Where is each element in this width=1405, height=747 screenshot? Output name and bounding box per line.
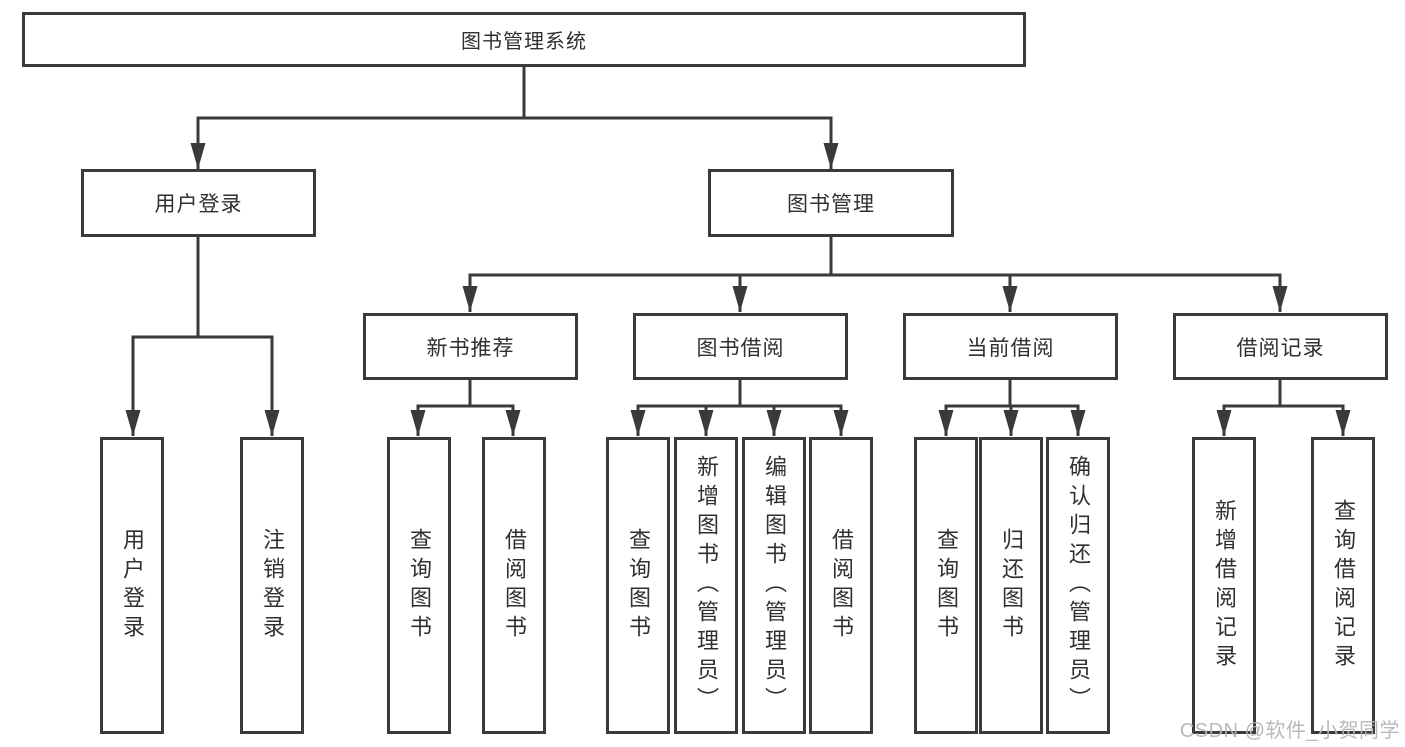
leaf-logout: 注销登录 — [240, 437, 304, 734]
leaf-edit-book-admin-label: 编辑图书（管理员） — [762, 455, 787, 716]
node-current-borrow-label: 当前借阅 — [966, 336, 1055, 360]
leaf-query-borrow-record-label: 查询借阅记录 — [1331, 498, 1356, 673]
watermark-csdn-text: CSDN @软件_小贺同学 — [1179, 720, 1400, 742]
leaf-return-book: 归还图书 — [979, 437, 1043, 734]
leaf-query-books-borrow-label: 查询图书 — [626, 527, 651, 644]
leaf-add-book-admin-label: 新增图书（管理员） — [694, 455, 719, 716]
leaf-add-borrow-record-label: 新增借阅记录 — [1212, 498, 1237, 673]
leaf-query-books-recommend-label: 查询图书 — [407, 527, 432, 644]
node-book-borrow-label: 图书借阅 — [696, 336, 785, 360]
leaf-query-books-current-label: 查询图书 — [934, 527, 959, 644]
node-root-system-label: 图书管理系统 — [461, 31, 587, 53]
node-new-book-recommend: 新书推荐 — [363, 313, 578, 380]
leaf-confirm-return-admin-label: 确认归还（管理员） — [1066, 455, 1091, 716]
node-root-system: 图书管理系统 — [22, 12, 1026, 67]
leaf-query-books-current: 查询图书 — [914, 437, 978, 734]
leaf-add-book-admin: 新增图书（管理员） — [674, 437, 738, 734]
node-borrow-records: 借阅记录 — [1173, 313, 1388, 380]
leaf-borrow-books: 借阅图书 — [809, 437, 873, 734]
node-book-borrow: 图书借阅 — [633, 313, 848, 380]
leaf-user-login-label: 用户登录 — [120, 527, 145, 644]
leaf-edit-book-admin: 编辑图书（管理员） — [742, 437, 806, 734]
leaf-borrow-books-recommend-label: 借阅图书 — [502, 527, 527, 644]
leaf-query-books-recommend: 查询图书 — [387, 437, 451, 734]
leaf-borrow-books-recommend: 借阅图书 — [482, 437, 546, 734]
leaf-query-borrow-record: 查询借阅记录 — [1311, 437, 1375, 734]
watermark-csdn: CSDN @软件_小贺同学 — [1152, 714, 1400, 743]
leaf-user-login: 用户登录 — [100, 437, 164, 734]
leaf-borrow-books-label: 借阅图书 — [829, 527, 854, 644]
leaf-add-borrow-record: 新增借阅记录 — [1192, 437, 1256, 734]
node-book-management-label: 图书管理 — [787, 193, 875, 216]
node-user-login-label: 用户登录 — [154, 193, 243, 216]
leaf-return-book-label: 归还图书 — [999, 527, 1024, 644]
node-user-login: 用户登录 — [81, 169, 316, 237]
leaf-confirm-return-admin: 确认归还（管理员） — [1046, 437, 1110, 734]
node-new-book-recommend-label: 新书推荐 — [426, 336, 515, 360]
node-current-borrow: 当前借阅 — [903, 313, 1118, 380]
leaf-logout-label: 注销登录 — [260, 527, 285, 644]
node-book-management: 图书管理 — [708, 169, 954, 237]
node-borrow-records-label: 借阅记录 — [1236, 336, 1325, 360]
leaf-query-books-borrow: 查询图书 — [606, 437, 670, 734]
